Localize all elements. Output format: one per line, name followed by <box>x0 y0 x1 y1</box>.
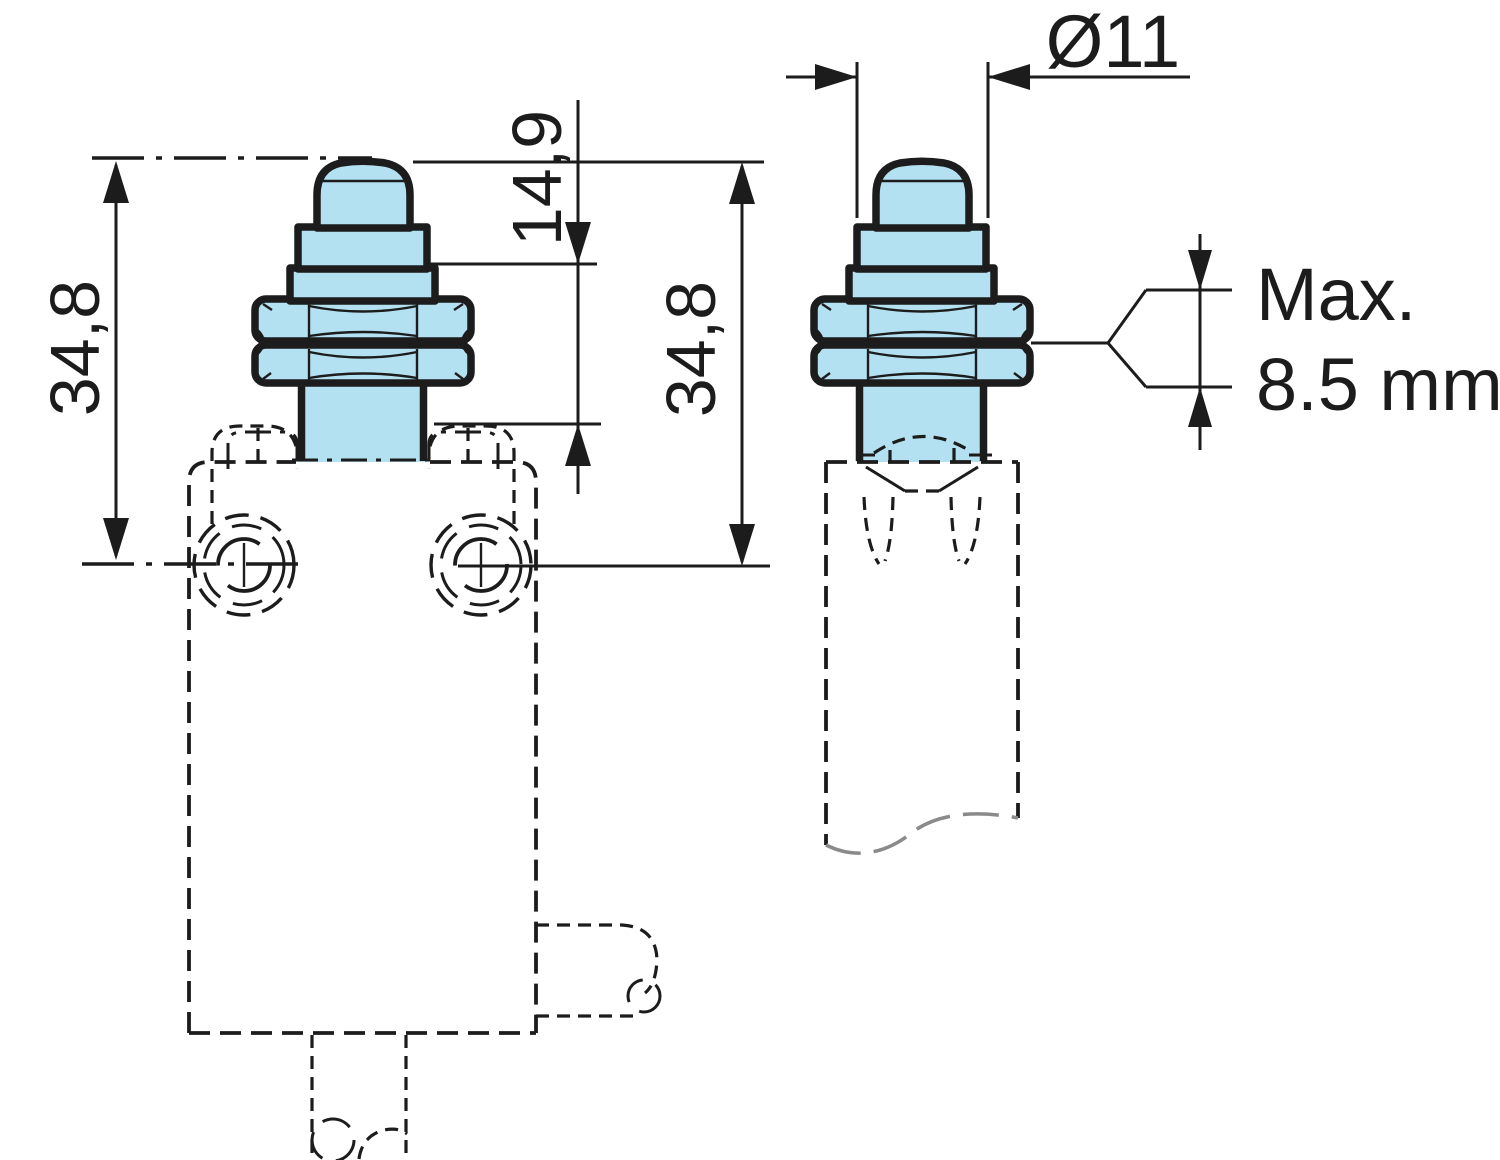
nut-groove-left <box>812 328 824 356</box>
leader-fork <box>1031 289 1148 388</box>
gland-circle <box>310 1117 356 1160</box>
fork-left-slant <box>865 465 906 493</box>
prong-right-outer <box>963 496 982 565</box>
left-mounting-ear <box>192 424 299 617</box>
plunger-cap <box>872 157 973 232</box>
front-view <box>92 156 662 1160</box>
ear-outline <box>427 424 516 524</box>
arrow-down-icon <box>565 222 591 264</box>
nut-groove-right <box>461 328 473 356</box>
plunger-step-2 <box>286 264 439 305</box>
dimension-left-height: 34,8 <box>36 161 300 566</box>
lower-nut <box>810 341 1034 387</box>
dimension-label-diameter: Ø11 <box>1046 0 1180 83</box>
arrow-up-icon <box>565 424 591 466</box>
dimension-label-left-height: 34,8 <box>36 280 114 416</box>
nut-facets <box>821 303 1023 380</box>
body-left-top <box>187 460 296 1033</box>
conduit-top-outline <box>536 923 659 995</box>
side-conduit <box>536 923 662 1018</box>
nut-groove-left <box>253 328 265 356</box>
nut-facets <box>262 303 464 380</box>
cable-gland <box>310 1035 409 1160</box>
arrow-down-icon <box>729 524 755 566</box>
nut-groove-right <box>1020 328 1032 356</box>
plunger-front <box>251 157 475 462</box>
arrow-up-icon <box>729 162 755 204</box>
dimension-label-max-line1: Max. <box>1256 253 1416 336</box>
arrow-down-icon <box>1188 250 1212 290</box>
dimension-label-travel: 14,9 <box>498 110 576 246</box>
conduit-circle <box>626 978 662 1014</box>
pin-boss <box>226 430 299 469</box>
side-view <box>810 157 1034 855</box>
prong-left-outer <box>862 496 881 565</box>
dimension-right-height: 34,8 <box>458 162 770 568</box>
dimension-diameter: Ø11 <box>786 0 1190 218</box>
arrow-down-icon <box>103 518 129 560</box>
arrow-left-icon <box>988 64 1030 90</box>
dimension-travel: 14,9 <box>413 100 764 494</box>
gland-arc <box>357 1127 409 1160</box>
upper-nut <box>810 295 1034 345</box>
fork-right-slant <box>938 465 979 493</box>
plunger-step-1 <box>294 223 431 273</box>
prong-left-inner <box>883 496 895 562</box>
upper-nut <box>251 295 475 345</box>
ear-outline <box>210 424 299 524</box>
bushing-hidden-details <box>857 434 992 462</box>
lower-nut <box>251 341 475 387</box>
dimension-max-adjustment: Max. 8.5 mm <box>1031 234 1500 450</box>
switch-body-outline <box>187 458 538 1035</box>
bushing-body <box>298 383 427 462</box>
plunger-step-1 <box>853 223 990 273</box>
clevis-fork <box>862 465 982 565</box>
plunger-cap <box>313 157 414 232</box>
body-right-top <box>430 460 538 1033</box>
right-mounting-ear <box>427 424 533 617</box>
body-tube-outline <box>824 460 1020 855</box>
arrow-right-icon <box>815 64 857 90</box>
pin-boss <box>427 430 500 469</box>
prong-right-inner <box>949 496 961 562</box>
dimension-label-right-height: 34,8 <box>652 281 730 417</box>
plunger-side <box>810 157 1034 462</box>
break-line <box>825 812 1019 855</box>
arrow-up-icon <box>103 161 129 203</box>
dimension-label-max-line2: 8.5 mm <box>1256 343 1500 426</box>
arrow-up-icon <box>1188 387 1212 427</box>
plunger-step-2 <box>845 264 998 305</box>
